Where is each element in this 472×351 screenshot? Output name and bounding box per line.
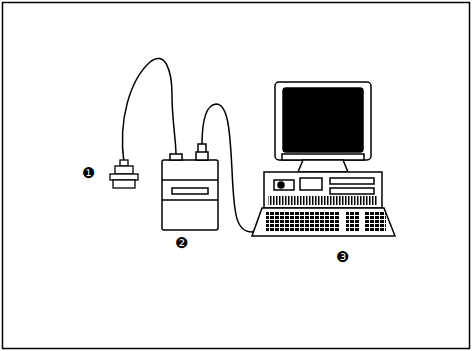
serial-connector (110, 160, 138, 188)
frame (3, 3, 470, 349)
callout-number: ❸ (336, 250, 349, 265)
callout-number: ❶ (82, 166, 95, 181)
callout-number: ❷ (175, 236, 188, 251)
computer (252, 82, 395, 236)
cable (122, 58, 176, 163)
adapter-box (162, 144, 218, 230)
